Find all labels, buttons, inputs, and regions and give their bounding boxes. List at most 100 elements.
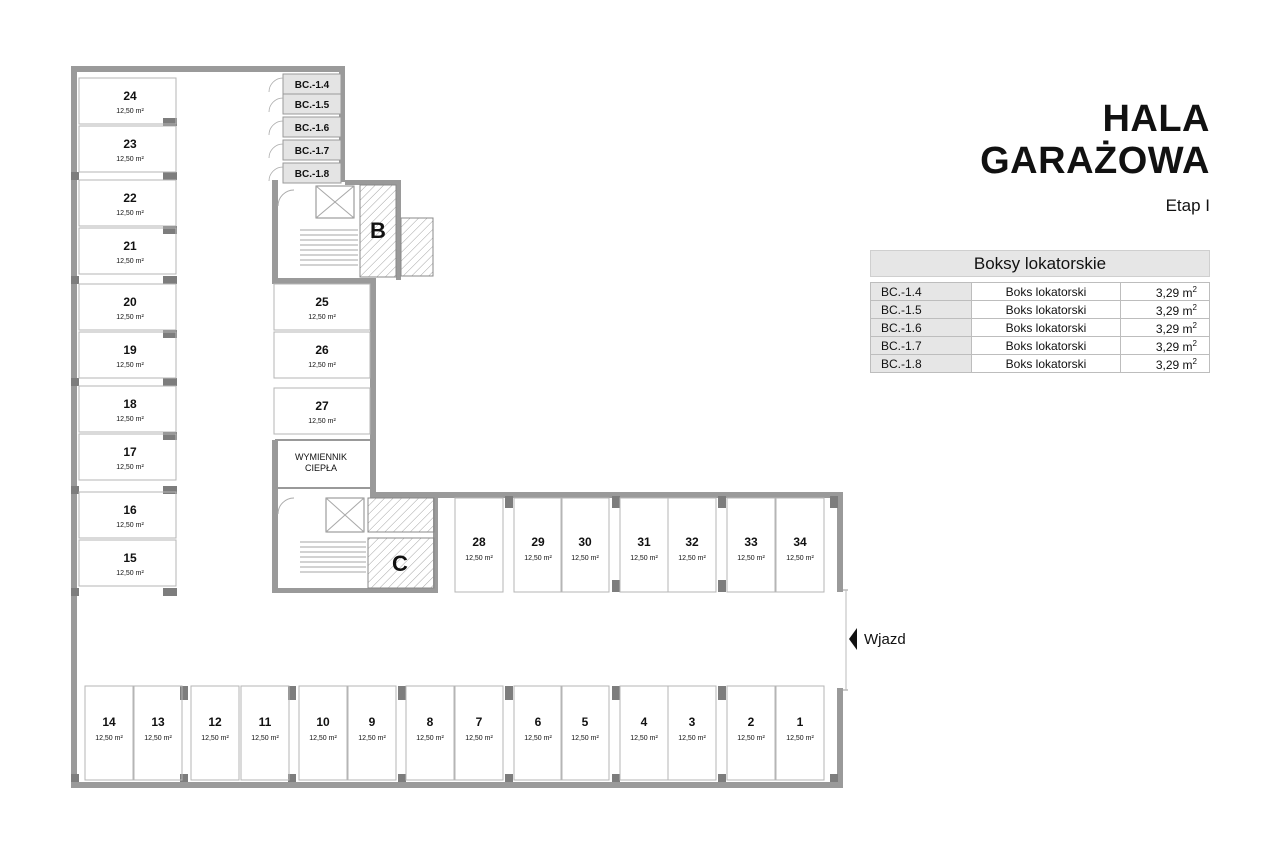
page-title-line2: GARAŻOWA [980, 140, 1210, 182]
door-swing [268, 166, 284, 182]
parking-spot [298, 685, 348, 781]
column [718, 774, 726, 782]
column [163, 486, 177, 494]
parking-spot [560, 497, 610, 593]
wall [272, 440, 278, 592]
spot-area: 12,50 m² [308, 314, 336, 321]
spot-area: 12,50 m² [524, 555, 552, 562]
column [612, 496, 620, 508]
parking-spot [78, 125, 177, 173]
column [71, 774, 79, 782]
parking-spot [775, 497, 825, 593]
spot-number: 4 [641, 715, 648, 729]
spot-number: 31 [637, 535, 651, 549]
wall [272, 180, 278, 284]
spot-area: 12,50 m² [737, 735, 765, 742]
spot-area: 12,50 m² [416, 735, 444, 742]
column [71, 172, 79, 180]
spot-number: 23 [123, 137, 137, 151]
legend-area-value: 3,29 m [1155, 286, 1193, 300]
spot-number: 9 [369, 715, 376, 729]
spot-number: 26 [315, 343, 329, 357]
column [163, 588, 177, 596]
heat-exchanger-room [275, 439, 373, 489]
column [163, 330, 177, 338]
legend-area-value: 3,29 m [1155, 358, 1193, 372]
spot-area: 12,50 m² [571, 735, 599, 742]
title-block: HALA GARAŻOWA Etap I [980, 98, 1210, 216]
parking-spot [78, 331, 177, 379]
door-swing [277, 497, 295, 515]
spot-number: 13 [151, 715, 165, 729]
legend-area-unit: 2 [1192, 303, 1197, 312]
parking-spot [78, 539, 177, 587]
parking-spot [84, 685, 134, 781]
legend-area: 3,29 m2 [1120, 318, 1210, 337]
storage-label: BC.-1.5 [295, 100, 330, 111]
spot-number: 2 [748, 715, 755, 729]
spot-area: 12,50 m² [116, 570, 144, 577]
legend-area-unit: 2 [1192, 321, 1197, 330]
spot-number: 28 [472, 535, 486, 549]
spot-number: 3 [689, 715, 696, 729]
parking-spot [78, 227, 177, 275]
column [163, 118, 177, 126]
entrance-arrow-icon [849, 628, 857, 650]
legend-area-value: 3,29 m [1155, 322, 1193, 336]
spot-area: 12,50 m² [524, 735, 552, 742]
wall [272, 278, 376, 284]
spot-number: 5 [582, 715, 589, 729]
spot-area: 12,50 m² [678, 555, 706, 562]
spot-area: 12,50 m² [116, 416, 144, 423]
storage-box [282, 139, 342, 161]
spot-area: 12,50 m² [465, 735, 493, 742]
parking-spot [273, 387, 371, 435]
parking-spot [78, 77, 177, 125]
column [163, 378, 177, 386]
column [163, 226, 177, 234]
parking-spot [273, 283, 371, 331]
spot-area: 12,50 m² [678, 735, 706, 742]
entrance-gap [837, 592, 843, 688]
legend-code: BC.-1.6 [870, 318, 972, 337]
spot-number: 19 [123, 343, 137, 357]
spot-area: 12,50 m² [308, 362, 336, 369]
legend-code: BC.-1.5 [870, 300, 972, 319]
spot-area: 12,50 m² [465, 555, 493, 562]
door-swing [268, 120, 284, 136]
column [505, 496, 513, 508]
legend-code: BC.-1.8 [870, 354, 972, 373]
spot-number: 6 [535, 715, 542, 729]
column [163, 172, 177, 180]
heat-exchanger-label: WYMIENNIK [295, 452, 347, 462]
storage-box [282, 116, 342, 138]
stair-c-label: C [392, 551, 408, 576]
column [71, 588, 79, 596]
spot-number: 21 [123, 239, 137, 253]
parking-spot [667, 685, 717, 781]
spot-number: 17 [123, 445, 137, 459]
parking-spot [78, 385, 177, 433]
heat-exchanger-label: CIEPŁA [305, 463, 337, 473]
column [180, 686, 188, 700]
spot-area: 12,50 m² [116, 464, 144, 471]
wall [339, 66, 345, 182]
door-swing [268, 77, 284, 93]
parking-spot [775, 685, 825, 781]
stair-c-lift [325, 497, 365, 533]
spot-area: 12,50 m² [630, 735, 658, 742]
spot-area: 12,50 m² [116, 258, 144, 265]
spot-area: 12,50 m² [251, 735, 279, 742]
spot-area: 12,50 m² [786, 735, 814, 742]
parking-spot [273, 331, 371, 379]
legend-area-unit: 2 [1192, 357, 1197, 366]
storage-box [282, 162, 342, 184]
parking-spot [347, 685, 397, 781]
legend-name: Boks lokatorski [971, 336, 1121, 355]
storage-label: BC.-1.6 [295, 123, 330, 134]
door-swing [277, 189, 295, 207]
